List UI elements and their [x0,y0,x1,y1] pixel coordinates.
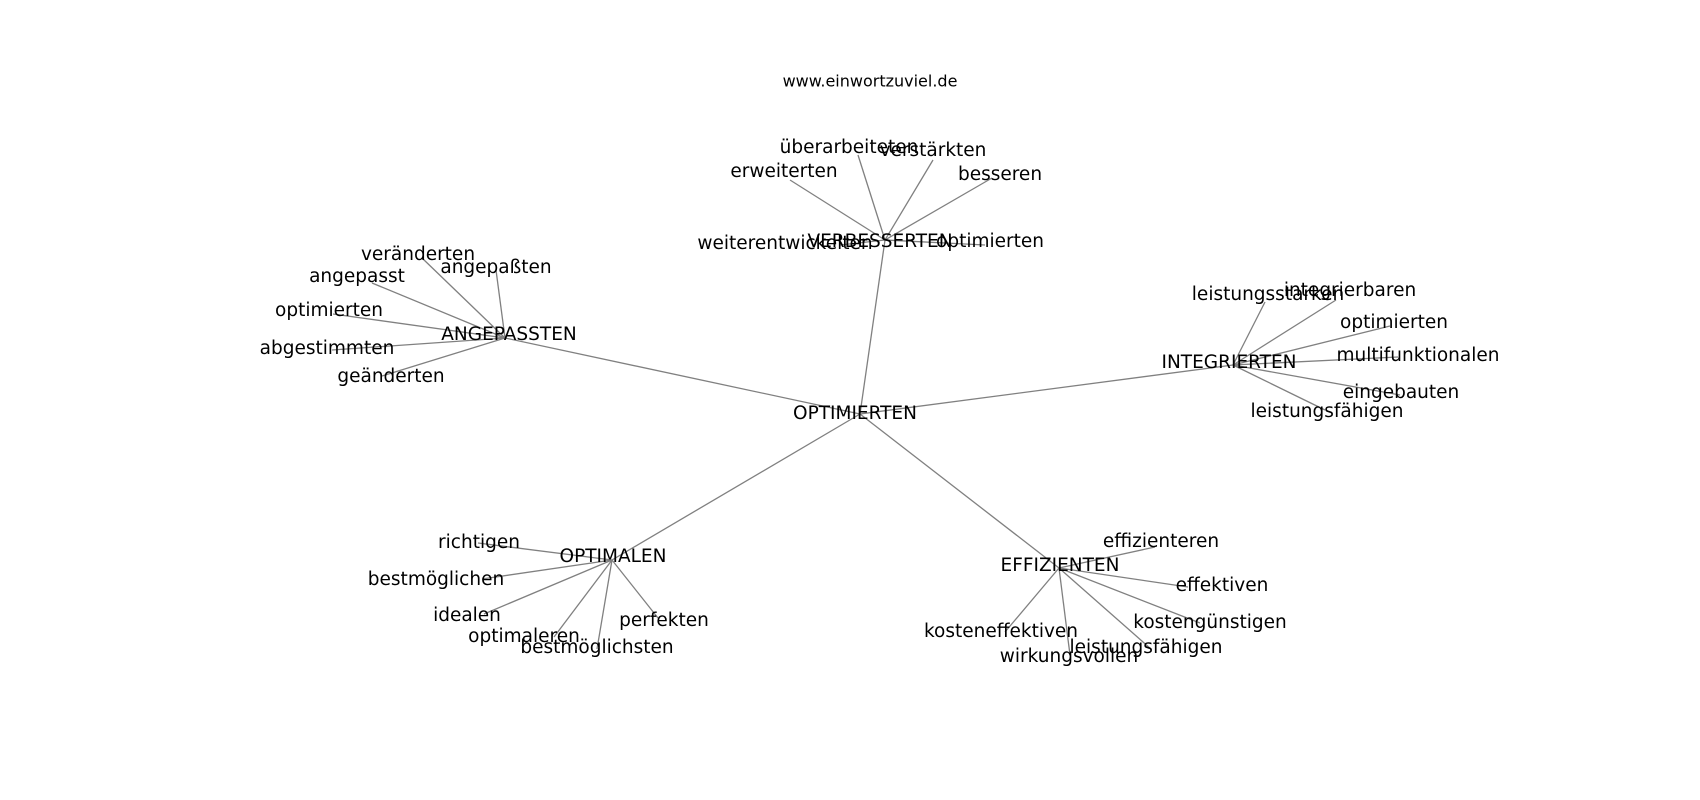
edge-effizienten-effektiven [1058,567,1189,588]
edge-optimalen-bestmöglichsten [596,559,613,650]
leaf-node-effizienten-kostengünstigen: kostengünstigen [1133,612,1286,633]
edge-root-integrierten [859,364,1234,415]
leaf-node-integrierten-multifunktionalen: multifunktionalen [1337,345,1500,366]
hub-node-verbesserten: VERBESSERTEN [807,231,952,252]
edge-root-angepassten [504,337,861,415]
hub-node-integrierten: INTEGRIERTEN [1162,352,1297,373]
edge-angepassten-angepasst [371,282,506,339]
edge-integrierten-integrierbaren [1232,299,1337,366]
edge-root-optimalen [611,413,861,561]
leaf-node-verbesserten-verstärkten: verstärkten [880,140,987,161]
edge-verbesserten-optimierten [884,239,986,246]
graph-edges [331,154,1401,656]
leaf-node-effizienten-leistungsfähigen: leistungsfähigen [1070,637,1223,658]
edge-optimalen-optimaleren [553,559,613,638]
leaf-node-integrierten-leistungsfähigen: leistungsfähigen [1251,401,1404,422]
leaf-node-angepassten-abgestimmten: abgestimmten [260,338,395,359]
leaf-node-optimalen-optimaleren: optimaleren [468,626,580,647]
leaf-node-integrierten-integrierbaren: integrierbaren [1284,280,1416,301]
leaf-node-effizienten-effektiven: effektiven [1176,575,1269,596]
leaf-node-angepassten-veränderten: veränderten [361,244,475,265]
hub-node-angepassten: ANGEPASSTEN [441,324,576,345]
leaf-node-effizienten-effizienteren: effizienteren [1103,531,1219,552]
leaf-node-integrierten-leistungsstarken: leistungsstarken [1192,284,1344,305]
edge-integrierten-leistungsstarken [1232,301,1266,366]
edge-angepassten-optimierten [332,313,506,339]
edge-angepassten-angepaßten [495,269,506,339]
hub-node-optimalen: OPTIMALEN [560,546,667,567]
leaf-node-optimalen-richtigen: richtigen [438,532,520,553]
edge-verbesserten-erweiterten [789,179,886,241]
leaf-node-verbesserten-weiterentwickelten: weiterentwickelten [697,233,872,254]
leaf-node-angepassten-optimierten: optimierten [275,300,383,321]
edge-effizienten-leistungsfähigen [1058,567,1152,650]
edge-integrierten-leistungsfähigen [1232,364,1326,411]
leaf-node-verbesserten-erweiterten: erweiterten [730,161,837,182]
leaf-node-integrierten-optimierten: optimierten [1340,312,1448,333]
edge-angepassten-geänderten [381,337,506,377]
leaf-node-verbesserten-überarbeiteten: überarbeiteten [780,137,919,158]
leaf-node-angepassten-geänderten: geänderten [337,366,444,387]
edge-verbesserten-weiterentwickelten [839,239,886,246]
edge-effizienten-wirkungsvollen [1058,567,1071,656]
leaf-node-optimalen-idealen: idealen [433,605,501,626]
edge-effizienten-kosteneffektiven [1004,567,1060,633]
edge-effizienten-kostengünstigen [1058,567,1201,624]
edge-integrierten-optimierten [1232,325,1391,366]
leaf-node-effizienten-wirkungsvollen: wirkungsvollen [1000,646,1139,667]
site-title: www.einwortzuviel.de [783,72,958,91]
edge-verbesserten-überarbeiteten [857,154,886,241]
leaf-node-verbesserten-besseren: besseren [958,164,1042,185]
edge-root-verbesserten [859,239,886,415]
leaf-node-optimalen-bestmöglichen: bestmöglichen [368,569,504,590]
edge-optimalen-perfekten [611,559,659,619]
edge-verbesserten-besseren [884,177,993,241]
leaf-node-effizienten-kosteneffektiven: kosteneffektiven [924,621,1078,642]
edge-effizienten-effizienteren [1058,546,1156,569]
edge-verbesserten-verstärkten [884,159,934,241]
edge-angepassten-veränderten [421,257,506,339]
leaf-node-optimalen-perfekten: perfekten [619,610,709,631]
root-node: OPTIMIERTEN [793,403,917,424]
edge-optimalen-bestmöglichen [481,559,613,580]
leaf-node-optimalen-bestmöglichsten: bestmöglichsten [520,637,673,658]
edge-optimalen-idealen [483,559,613,615]
leaf-node-angepassten-angepaßten: angepaßten [440,257,551,278]
edge-optimalen-richtigen [477,542,613,561]
edge-integrierten-eingebauten [1232,364,1401,396]
leaf-node-angepassten-angepasst: angepasst [309,266,405,287]
edge-angepassten-abgestimmten [331,337,506,351]
leaf-node-integrierten-eingebauten: eingebauten [1343,382,1460,403]
hub-node-effizienten: EFFIZIENTEN [1001,555,1120,576]
leaf-node-verbesserten-optimierten: optimierten [936,231,1044,252]
edge-integrierten-multifunktionalen [1232,356,1399,366]
edge-root-effizienten [859,413,1060,569]
